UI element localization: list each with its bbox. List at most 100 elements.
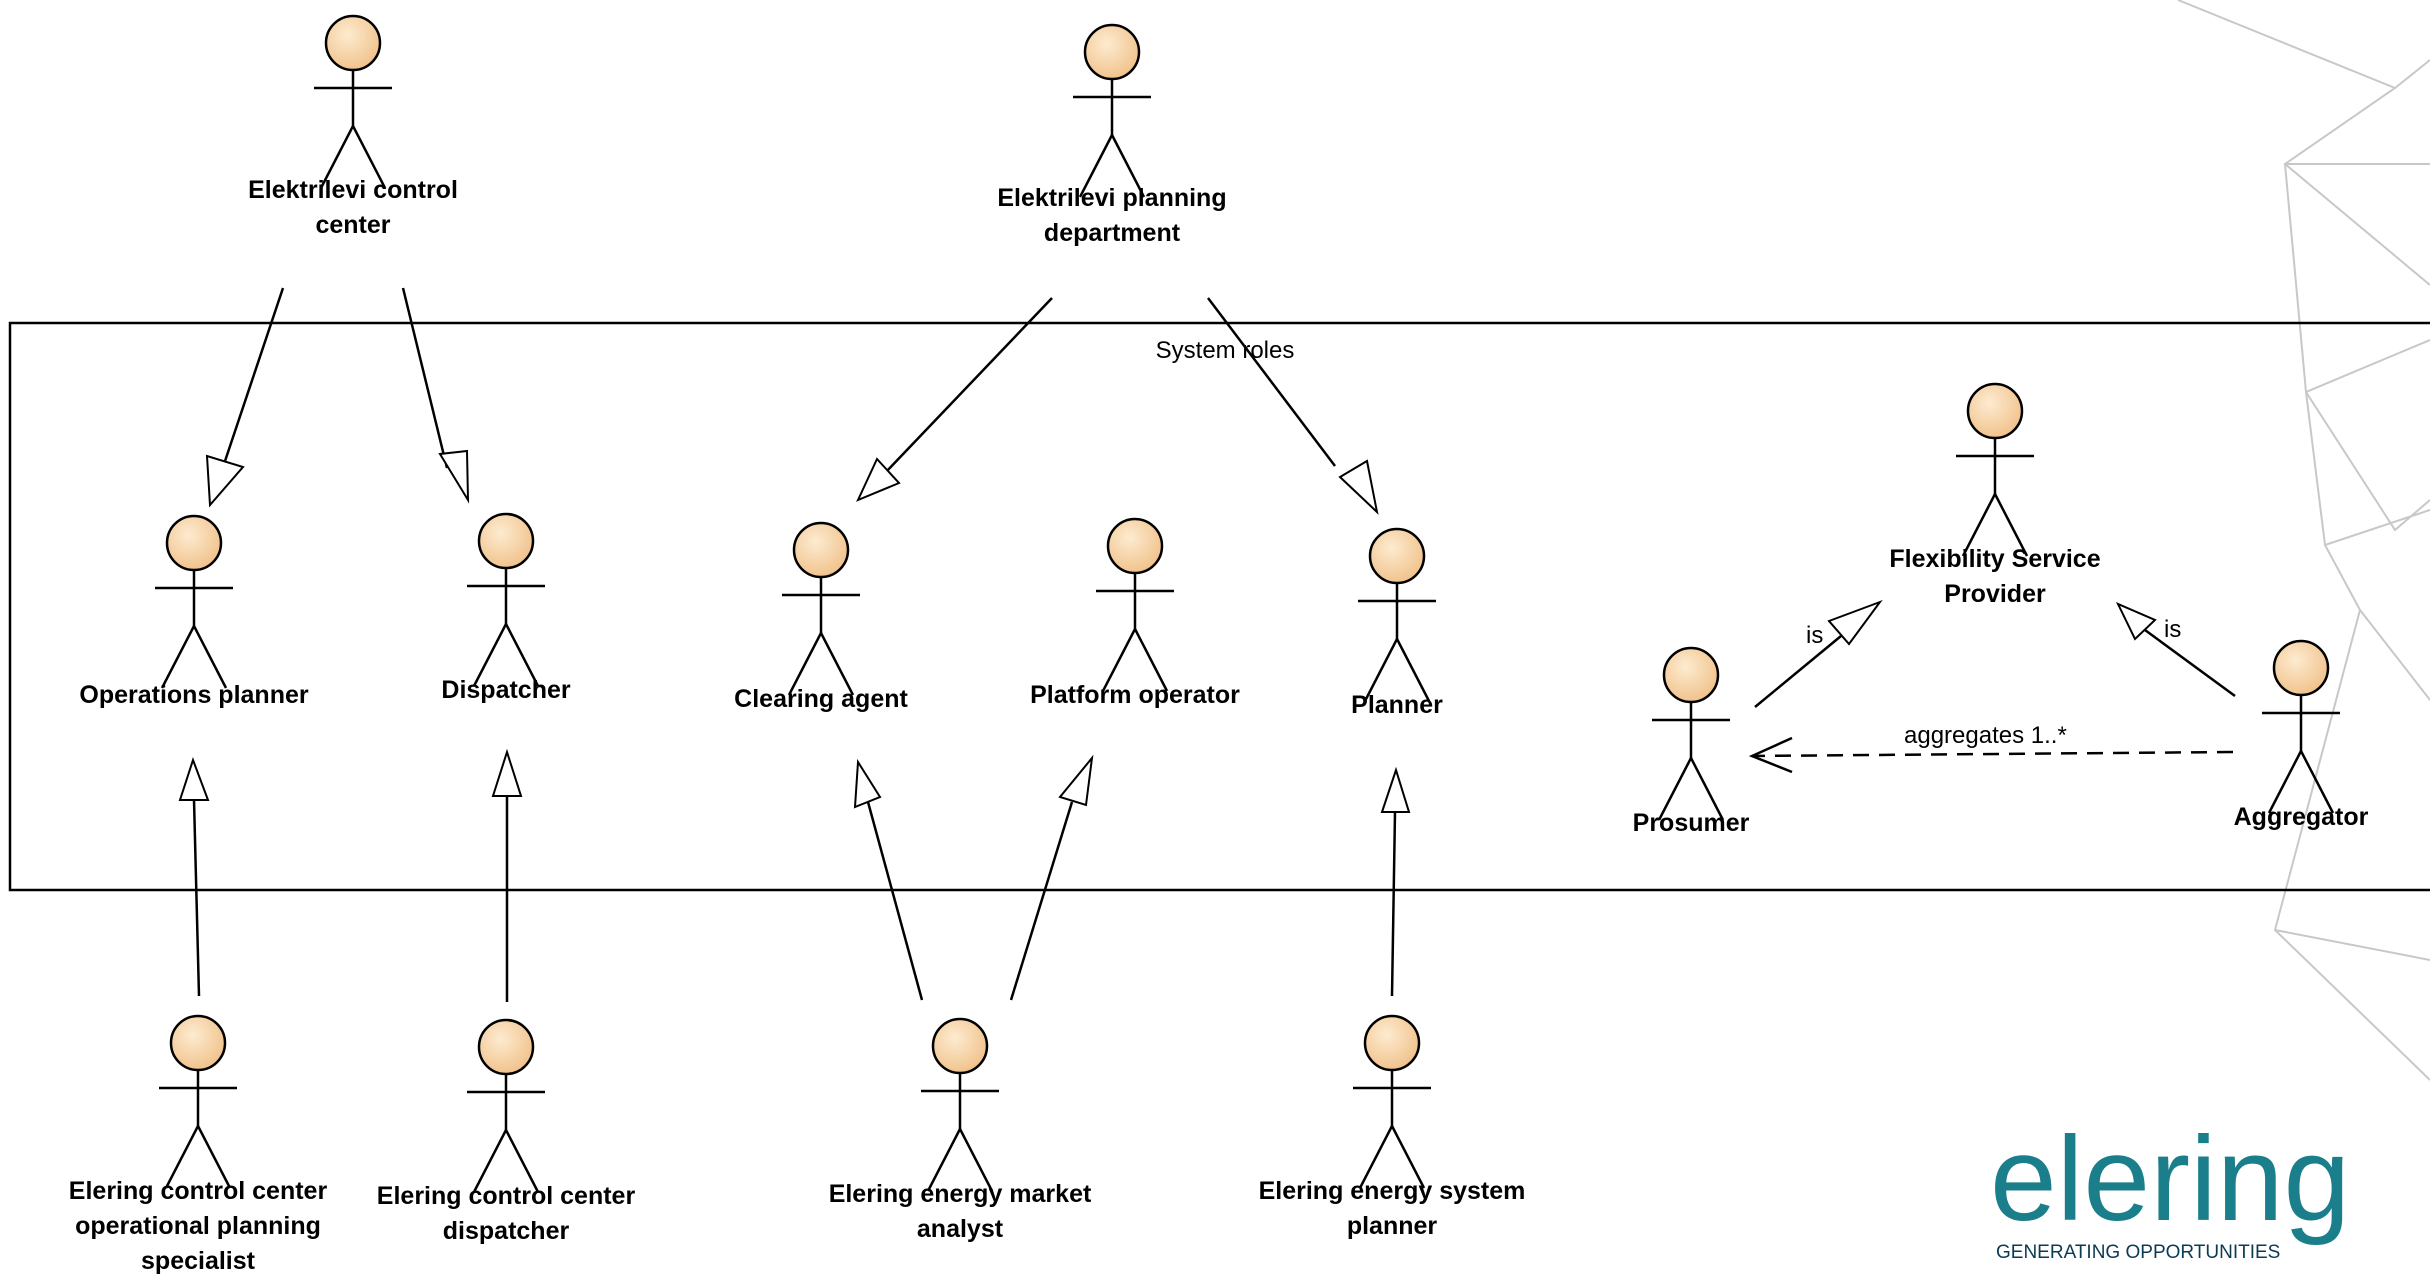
actor-label: Flexibility Service bbox=[1889, 545, 2100, 573]
arrowhead-operations-planner bbox=[205, 454, 245, 508]
arrowhead-market-analyst-platform bbox=[1058, 754, 1094, 807]
edge-aggregator-to-flexibility-provider bbox=[2144, 628, 2236, 698]
actor-leg-left bbox=[1078, 134, 1114, 198]
actor-leg-left bbox=[472, 1129, 508, 1193]
actor-leg-right bbox=[1993, 493, 2029, 557]
actor-elering-dispatcher: Elering control center dispatcher bbox=[377, 1018, 636, 1245]
actor-label: Elering energy system bbox=[1259, 1177, 1526, 1205]
edges bbox=[192, 287, 2236, 1002]
actor-leg-right bbox=[1390, 1125, 1426, 1189]
actor-leg-right bbox=[504, 1129, 540, 1193]
actor-head-icon bbox=[1662, 646, 1720, 704]
actor-leg-right bbox=[192, 625, 228, 689]
relation-label-aggregates: aggregates 1..* bbox=[1904, 722, 2067, 749]
actor-head-icon bbox=[931, 1017, 989, 1075]
arrowhead-planner bbox=[1338, 459, 1379, 515]
arrowhead-market-analyst-clearing bbox=[853, 758, 882, 809]
actor-leg-right bbox=[196, 1125, 232, 1189]
actor-head-icon bbox=[169, 1014, 227, 1072]
arrowhead-dispatcher bbox=[438, 449, 470, 504]
actor-leg-right bbox=[2299, 750, 2335, 814]
actor-head-icon bbox=[477, 512, 535, 570]
actor-label: Clearing agent bbox=[734, 685, 908, 713]
edge-market-analyst-to-platform-operator bbox=[1009, 801, 1074, 1001]
arrowhead-system-planner bbox=[1380, 766, 1411, 813]
actor-leg-right bbox=[1133, 628, 1169, 692]
actor-head-icon bbox=[1363, 1014, 1421, 1072]
relation-label-prosumer-is: is bbox=[1806, 622, 1823, 649]
actor-label: Elektrilevi planning bbox=[997, 184, 1226, 212]
actor-leg-left bbox=[1961, 493, 1997, 557]
actor-label: Aggregator bbox=[2234, 803, 2369, 831]
aggregates-dependency bbox=[1748, 736, 2234, 774]
actor-label: Dispatcher bbox=[441, 676, 570, 704]
logo-tagline: GENERATING OPPORTUNITIES bbox=[1996, 1242, 2280, 1263]
actor-leg-left bbox=[472, 623, 508, 687]
actor-label: Elering control center bbox=[377, 1182, 636, 1210]
actor-leg-right bbox=[351, 125, 387, 189]
actor-head-icon bbox=[2272, 639, 2330, 697]
edge-control-center-to-operations-planner bbox=[216, 287, 285, 483]
actor-head-icon bbox=[165, 514, 223, 572]
actor-label: department bbox=[1044, 219, 1181, 247]
actor-label: Platform operator bbox=[1030, 681, 1240, 709]
arrowheads bbox=[178, 449, 2157, 813]
actor-label: Operations planner bbox=[79, 681, 308, 709]
actor-head-icon bbox=[1368, 527, 1426, 585]
relation-label-aggregator-is: is bbox=[2164, 616, 2181, 643]
actor-elering-ops-specialist: Elering control center operational planni… bbox=[69, 1014, 328, 1275]
actor-label: specialist bbox=[141, 1247, 256, 1275]
arrowhead-ops-specialist bbox=[178, 756, 210, 801]
actor-leg-right bbox=[819, 632, 855, 696]
actor-leg-left bbox=[319, 125, 355, 189]
edge-planning-to-clearing-agent bbox=[885, 297, 1053, 473]
arrowhead-flexibility-from-prosumer bbox=[1827, 599, 1883, 646]
actor-leg-right bbox=[1689, 757, 1725, 821]
actor-label: analyst bbox=[917, 1215, 1004, 1243]
actor-label: Prosumer bbox=[1633, 809, 1750, 837]
arrowhead-clearing-agent bbox=[856, 457, 901, 502]
actor-label: Elering control center bbox=[69, 1177, 328, 1205]
actor-leg-right bbox=[1110, 134, 1146, 198]
edge-prosumer-to-flexibility-provider bbox=[1754, 635, 1842, 708]
actor-leg-right bbox=[958, 1128, 994, 1192]
elering-logo: elering GENERATING OPPORTUNITIES bbox=[1990, 1112, 2350, 1263]
actor-leg-left bbox=[1101, 628, 1137, 692]
actor-leg-left bbox=[1657, 757, 1693, 821]
arrowhead-elering-dispatcher bbox=[491, 748, 523, 797]
arrowhead-flexibility-from-aggregator bbox=[2115, 602, 2157, 641]
actor-label: Planner bbox=[1351, 691, 1443, 719]
actor-leg-left bbox=[1363, 638, 1399, 702]
actor-label: planner bbox=[1347, 1212, 1438, 1240]
actor-elering-system-planner: Elering energy system planner bbox=[1259, 1014, 1526, 1240]
actor-leg-left bbox=[787, 632, 823, 696]
actor-platform-operator: Platform operator bbox=[1030, 517, 1240, 709]
actor-leg-left bbox=[2267, 750, 2303, 814]
actor-label: Elektrilevi control bbox=[248, 176, 458, 204]
actor-label: dispatcher bbox=[443, 1217, 570, 1245]
actor-leg-left bbox=[926, 1128, 962, 1192]
actor-label: operational planning bbox=[75, 1212, 321, 1240]
actor-head-icon bbox=[1966, 382, 2024, 440]
edge-system-planner-to-planner bbox=[1390, 811, 1397, 997]
actor-leg-left bbox=[160, 625, 196, 689]
actor-label: Provider bbox=[1944, 580, 2046, 608]
actor-dispatcher: Dispatcher bbox=[441, 512, 571, 704]
actor-planner: Planner bbox=[1351, 527, 1443, 719]
edge-planning-to-planner bbox=[1207, 297, 1336, 467]
actor-leg-left bbox=[1358, 1125, 1394, 1189]
system-boundary bbox=[8, 321, 2430, 892]
actor-label: Elering energy market bbox=[829, 1180, 1092, 1208]
actor-head-icon bbox=[1083, 23, 1141, 81]
actor-elering-market-analyst: Elering energy market analyst bbox=[829, 1017, 1092, 1243]
actor-leg-right bbox=[504, 623, 540, 687]
actor-leg-left bbox=[164, 1125, 200, 1189]
edge-control-center-to-dispatcher bbox=[401, 287, 449, 469]
actor-clearing-agent: Clearing agent bbox=[734, 521, 908, 713]
logo-wordmark: elering bbox=[1990, 1112, 2350, 1246]
actor-head-icon bbox=[792, 521, 850, 579]
